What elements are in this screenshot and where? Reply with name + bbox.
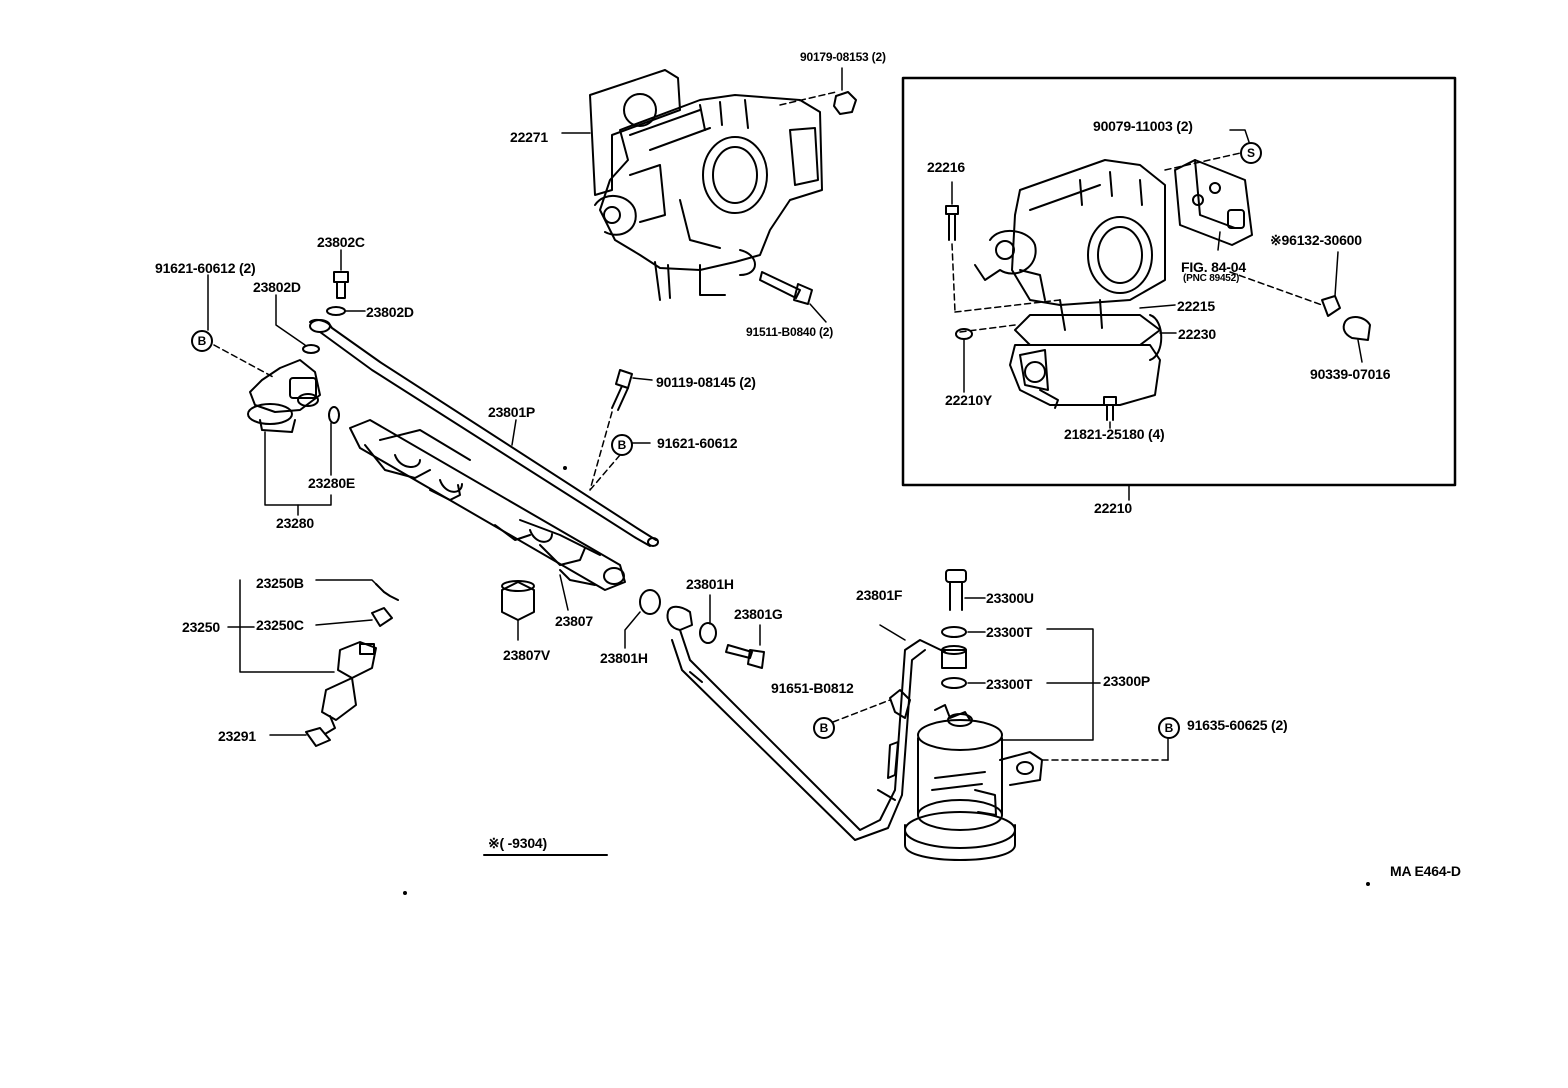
- gasket-22215: [1014, 314, 1161, 346]
- bolt-91511: [759, 271, 827, 323]
- clip-96132: [1321, 295, 1341, 317]
- label-23807: 23807: [555, 613, 593, 629]
- label-91621-a: 91621-60612 (2): [155, 260, 256, 276]
- o-ring-23280E: [328, 406, 340, 424]
- clamp-91651: [889, 689, 911, 719]
- nut-90179: [833, 91, 857, 115]
- label-22271: 22271: [510, 129, 548, 145]
- label-23280E: 23280E: [308, 475, 356, 491]
- gasket-23802D-b: [302, 344, 320, 354]
- label-90339: 90339-07016: [1310, 366, 1391, 382]
- injector-23250: [321, 641, 377, 735]
- label-23280: 23280: [276, 515, 314, 531]
- spacer-22230: [1009, 314, 1163, 409]
- o-ring-22210Y: [955, 328, 973, 340]
- fuel-rail-23807: [349, 419, 626, 591]
- assembly-frame: [901, 76, 1457, 487]
- label-21821: 21821-25180 (4): [1064, 426, 1165, 442]
- marker-b-4: B: [1158, 717, 1180, 739]
- bolt-90119: [589, 369, 653, 491]
- label-23802D-a: 23802D: [253, 279, 301, 295]
- throttle-sensor: [1174, 159, 1253, 246]
- marker-b-2: B: [611, 434, 633, 456]
- label-23300T-a: 23300T: [986, 624, 1033, 640]
- label-22230: 22230: [1178, 326, 1216, 342]
- throttle-body-top: [589, 69, 823, 301]
- label-90119: 90119-08145 (2): [656, 374, 756, 390]
- label-fig-84-04: FIG. 84-04: [1181, 259, 1246, 275]
- gasket-23802D-a: [326, 306, 346, 316]
- label-23801H-a: 23801H: [600, 650, 648, 666]
- grommet-23291: [305, 727, 331, 747]
- label-23801H-b: 23801H: [686, 576, 734, 592]
- marker-s: S: [1240, 142, 1262, 164]
- label-23802D-b: 23802D: [366, 304, 414, 320]
- fuel-hose-23801F: [671, 629, 946, 841]
- label-23300U: 23300U: [986, 590, 1034, 606]
- label-23250B: 23250B: [256, 575, 304, 591]
- label-23801P: 23801P: [488, 404, 536, 420]
- label-91511: 91511-B0840 (2): [746, 325, 834, 339]
- label-23802C: 23802C: [317, 234, 365, 250]
- throttle-body-22210: [974, 159, 1166, 331]
- label-91635: 91635-60625 (2): [1187, 717, 1288, 733]
- label-23291: 23291: [218, 728, 256, 744]
- label-91621-b: 91621-60612: [657, 435, 738, 451]
- gasket-23801H-a: [639, 589, 661, 615]
- label-91651: 91651-B0812: [771, 680, 854, 696]
- bolt-23801G: [725, 624, 765, 669]
- label-23801G: 23801G: [734, 606, 783, 622]
- hose-90339: [1342, 316, 1371, 341]
- union-bolt-23802C: [333, 249, 349, 299]
- label-22210: 22210: [1094, 500, 1132, 516]
- insulator-23250C: [371, 607, 393, 627]
- label-23250: 23250: [182, 619, 220, 635]
- note-serial-range: ※( -9304): [488, 835, 547, 851]
- label-96132: ※96132-30600: [1270, 232, 1362, 248]
- fuel-pipe-23801P: [309, 319, 659, 547]
- label-90179: 90179-08153 (2): [800, 50, 886, 64]
- gasket-23801H-b: [699, 622, 717, 644]
- union-23801: [666, 605, 693, 631]
- label-23300P: 23300P: [1103, 673, 1151, 689]
- pressure-regulator-23280: [247, 359, 321, 433]
- diagram-code: MA E464-D: [1390, 863, 1461, 879]
- insulator-23807V: [501, 580, 535, 641]
- label-23250C: 23250C: [256, 617, 304, 633]
- label-23300T-b: 23300T: [986, 676, 1033, 692]
- marker-b-1: B: [191, 330, 213, 352]
- marker-b-3: B: [813, 717, 835, 739]
- label-22210Y: 22210Y: [945, 392, 993, 408]
- screw-22216: [945, 181, 1061, 313]
- bolt-21821: [1103, 396, 1117, 429]
- fuel-filter-23300P: [904, 569, 1043, 861]
- label-22216: 22216: [927, 159, 965, 175]
- label-90079: 90079-11003 (2): [1093, 118, 1193, 134]
- label-22215: 22215: [1177, 298, 1215, 314]
- label-23801F: 23801F: [856, 587, 903, 603]
- label-23807V: 23807V: [503, 647, 551, 663]
- label-pnc: (PNC 89452): [1183, 273, 1240, 284]
